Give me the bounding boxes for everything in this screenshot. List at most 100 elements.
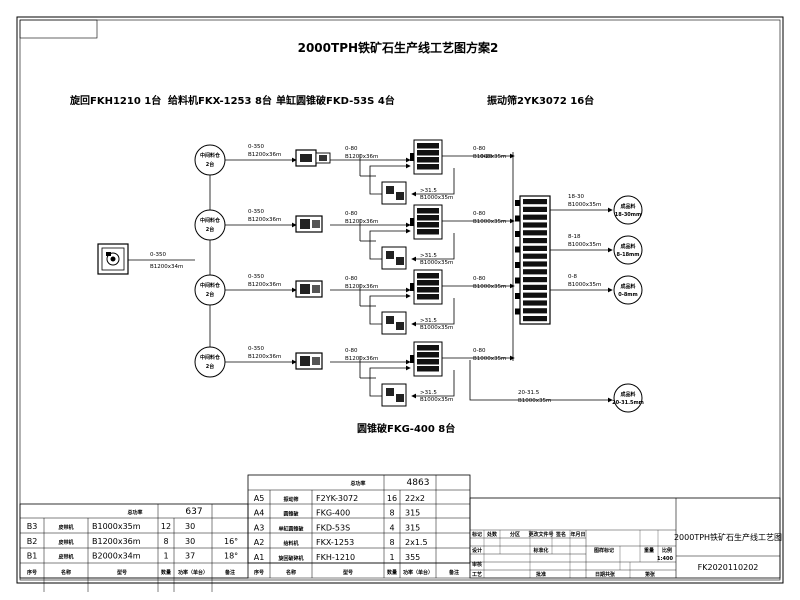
vibrating-screen-stack — [515, 195, 551, 325]
product-size-label: 20-31.5mm — [612, 400, 644, 406]
product-belt-label: B1000x35m — [568, 242, 601, 248]
silo-out-size: 0-350 — [248, 274, 264, 280]
belt-name: 皮带机 — [57, 539, 73, 546]
cone-crusher-deck — [417, 164, 439, 170]
belt-total-label: 总功率 — [127, 509, 142, 516]
header-cell: 型号 — [117, 569, 127, 576]
cone-crusher-deck — [417, 150, 439, 156]
secondary-crusher-part — [396, 322, 404, 330]
belt-name: 皮带机 — [57, 554, 73, 561]
title-block-cell: 设计 — [472, 547, 482, 554]
silo-label: 中间料仓 — [200, 354, 221, 361]
title-block-cell: 标准化 — [532, 547, 548, 554]
equip-no: A5 — [254, 494, 265, 503]
silo-circle — [194, 144, 226, 176]
product-name: 成品料 — [620, 391, 635, 398]
product-size: 0-8 — [568, 274, 577, 280]
product-name: 成品料 — [620, 203, 635, 210]
screen-motor — [515, 246, 520, 253]
equip-model: FKX-1253 — [316, 538, 354, 547]
product-size-label: 8-18mm — [617, 252, 640, 258]
equip-model: F2YK-3072 — [316, 494, 358, 503]
equip-model: FKH-1210 — [316, 553, 355, 562]
equip-power: 2x1.5 — [405, 538, 428, 547]
title-block-cell: 第张 — [645, 571, 656, 578]
equip-qty: 1 — [389, 553, 394, 562]
belt-power: 30 — [185, 537, 195, 546]
recycle-line — [369, 163, 411, 195]
screen-in-belt-label: B1000x35m — [473, 356, 506, 362]
drawing-name: 2000TPH铁矿石生产线工艺图 — [674, 532, 782, 542]
return-size: >31.5 — [420, 253, 437, 259]
header-cell: 型号 — [343, 569, 353, 576]
header-cell: 序号 — [26, 569, 37, 576]
silo-out-belt-label: B1200x36m — [248, 152, 281, 158]
return-line — [411, 298, 455, 327]
screen-motor — [515, 231, 520, 237]
equip-qty: 8 — [389, 509, 394, 518]
crusher-out-size: 0-80 — [345, 146, 358, 152]
screen-deck — [523, 316, 547, 322]
screen-in-belt-label: B1000x35m — [473, 154, 506, 160]
equip-qty: 4 — [389, 523, 394, 532]
feeder-inner — [300, 219, 310, 229]
screen-deck — [523, 292, 547, 298]
cone-crusher-motor — [410, 355, 414, 363]
drawing-number: FK2020110202 — [698, 563, 759, 572]
label-feeder: 给料机FKX-1253 8台 — [168, 94, 272, 107]
title-block-cell: 共张 — [605, 571, 616, 578]
primary-size: 0-350 — [150, 252, 166, 258]
return-line — [411, 168, 455, 197]
screen-in-size: 0-80 — [473, 276, 486, 282]
secondary-crusher-part — [386, 316, 394, 324]
screen-deck — [523, 222, 547, 228]
cone-crusher-deck — [417, 359, 439, 365]
secondary-crusher-part — [396, 192, 404, 200]
return-line — [411, 233, 455, 262]
equip-qty: 8 — [389, 538, 394, 547]
belt-note: 16° — [224, 537, 238, 546]
belt-note: 18° — [224, 552, 238, 561]
product-name: 成品料 — [620, 243, 635, 250]
title-block-cell: 处数 — [486, 531, 498, 538]
title-block-cell: 审核 — [472, 561, 482, 568]
return-belt-label: B1000x35m — [420, 195, 453, 201]
crusher-out-size: 0-80 — [345, 211, 358, 217]
equip-no: A1 — [254, 553, 265, 562]
belt-model: B2000x34m — [92, 552, 141, 561]
silo-circle — [194, 346, 226, 378]
cone-crusher — [410, 139, 443, 175]
screen-motor — [515, 262, 520, 268]
crusher-out-belt-label: B1200x36m — [345, 356, 378, 362]
product-size-label: 0-8mm — [618, 292, 637, 298]
outer-border — [16, 16, 784, 584]
cone-crusher-deck — [417, 366, 439, 372]
screen-deck — [523, 206, 547, 212]
screen-in-size: 0-80 — [473, 146, 486, 152]
silo-count: 2台 — [206, 161, 214, 168]
gyratory-crusher — [97, 243, 129, 275]
product-pile — [613, 195, 643, 225]
cone-crusher-deck — [417, 352, 439, 358]
belt-qty: 8 — [163, 537, 168, 546]
process-row-1: 中间料仓2台0-350B1200x36m0-80B1200x36m0-80B10… — [194, 139, 515, 205]
screen-in-size: 0-80 — [473, 211, 486, 217]
screen-deck — [523, 253, 547, 259]
cone-crusher-motor — [410, 283, 414, 291]
product-pile — [613, 235, 643, 265]
cone-crusher-deck — [417, 280, 439, 286]
belt-qty: 12 — [161, 522, 171, 531]
equip-model: FKG-400 — [316, 509, 350, 518]
feeder-inner — [300, 356, 310, 366]
return-size: >31.5 — [420, 188, 437, 194]
equip-name: 振动筛 — [283, 496, 298, 503]
cone-crusher-deck — [417, 273, 439, 279]
equip-total-label: 总功率 — [350, 480, 365, 487]
title-block-cell: 年月日 — [570, 531, 585, 538]
silo-count: 2台 — [206, 363, 214, 370]
cone-crusher-deck — [417, 157, 439, 163]
label-cone: 圆锥破FKG-400 8台 — [357, 422, 455, 435]
screen-deck — [523, 238, 547, 244]
